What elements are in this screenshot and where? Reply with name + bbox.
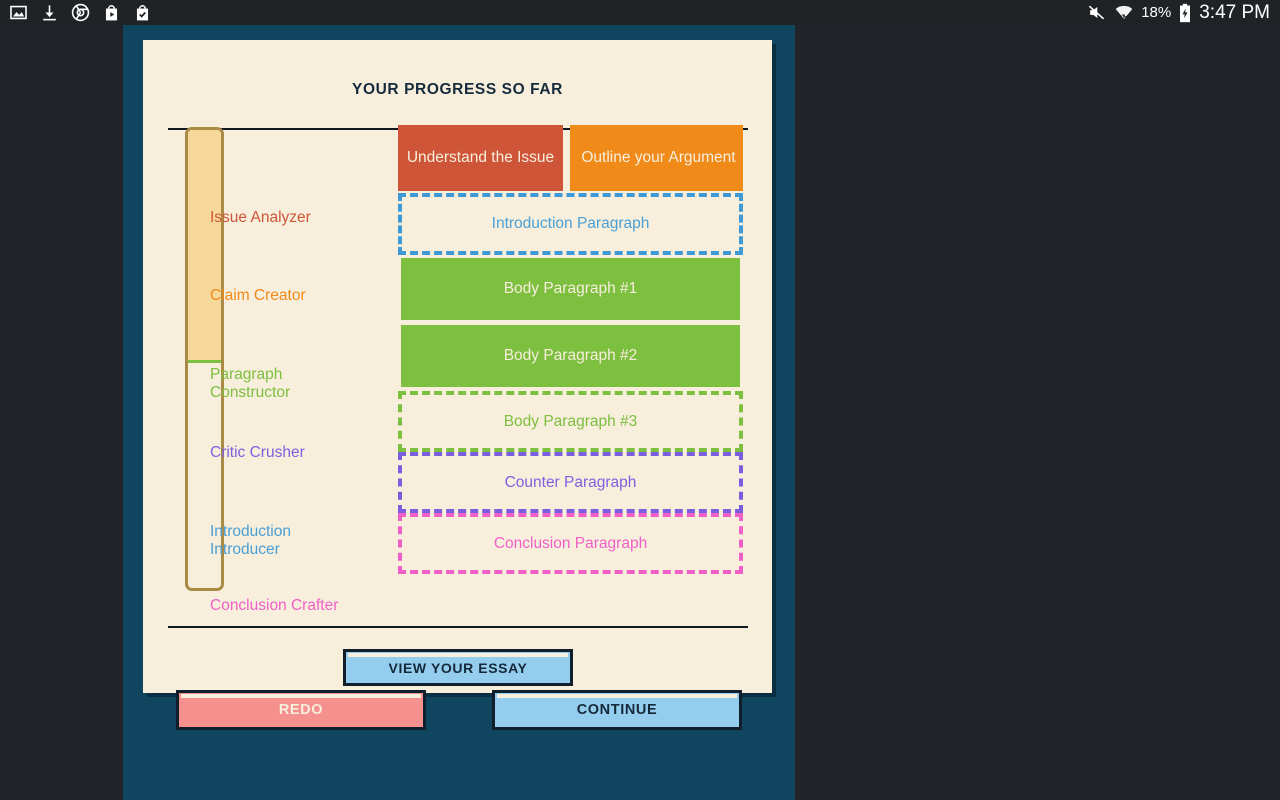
essay-block-counter-paragraph[interactable]: Counter Paragraph: [398, 452, 743, 513]
battery-charging-icon: [1180, 3, 1191, 22]
download-icon: [43, 5, 56, 21]
stage-label-conclusion-crafter[interactable]: Conclusion Crafter: [210, 597, 339, 614]
letterbox-left: [0, 25, 123, 800]
essay-block-body-paragraph-2[interactable]: Body Paragraph #2: [401, 325, 740, 387]
battery-percentage: 18%: [1141, 4, 1172, 21]
stage-label-list: Issue Analyzer Claim Creator Paragraph C…: [210, 127, 395, 614]
progress-rail: [185, 127, 224, 591]
volume-muted-icon: [1089, 5, 1105, 20]
stage-label-critic-crusher[interactable]: Critic Crusher: [210, 444, 305, 461]
status-bar-system-icons: 18% 3:47 PM: [1086, 2, 1280, 24]
status-bar-notification-icons: [0, 3, 152, 22]
essay-block-understand-the-issue[interactable]: Understand the Issue: [398, 125, 563, 191]
stage-label-paragraph-constructor[interactable]: Paragraph Constructor: [210, 366, 291, 401]
image-icon: [10, 5, 27, 20]
stage-label-claim-creator[interactable]: Claim Creator: [210, 287, 306, 304]
essay-block-list: Understand the Issue Outline your Argume…: [398, 125, 743, 574]
status-bar-clock: 3:47 PM: [1199, 1, 1270, 23]
page-title: YOUR PROGRESS SO FAR: [352, 81, 563, 98]
chrome-icon: [71, 3, 90, 22]
stage-label-issue-analyzer[interactable]: Issue Analyzer: [210, 209, 311, 226]
wifi-icon: [1115, 5, 1133, 19]
play-store-icon: [105, 5, 118, 21]
continue-button[interactable]: CONTINUE: [492, 690, 742, 730]
redo-button[interactable]: REDO: [176, 690, 426, 730]
essay-block-row-top: Understand the Issue Outline your Argume…: [398, 125, 743, 191]
essay-block-body-paragraph-3[interactable]: Body Paragraph #3: [398, 391, 743, 452]
essay-block-conclusion-paragraph[interactable]: Conclusion Paragraph: [398, 513, 743, 574]
essay-block-introduction-paragraph[interactable]: Introduction Paragraph: [398, 193, 743, 255]
letterbox-right: [795, 25, 1280, 800]
progress-card: YOUR PROGRESS SO FAR Issue Analyzer Clai…: [143, 40, 772, 693]
play-store-check-icon: [136, 5, 149, 21]
essay-block-body-paragraph-1[interactable]: Body Paragraph #1: [401, 258, 740, 320]
divider-bottom: [168, 626, 748, 628]
essay-block-outline-your-argument[interactable]: Outline your Argument: [570, 125, 743, 191]
progress-rail-fill: [188, 130, 221, 363]
android-status-bar: 18% 3:47 PM: [0, 0, 1280, 25]
stage-label-introduction-introducer[interactable]: Introduction Introducer: [210, 523, 291, 558]
view-your-essay-button[interactable]: VIEW YOUR ESSAY: [343, 649, 573, 686]
app-viewport: YOUR PROGRESS SO FAR Issue Analyzer Clai…: [123, 25, 795, 800]
